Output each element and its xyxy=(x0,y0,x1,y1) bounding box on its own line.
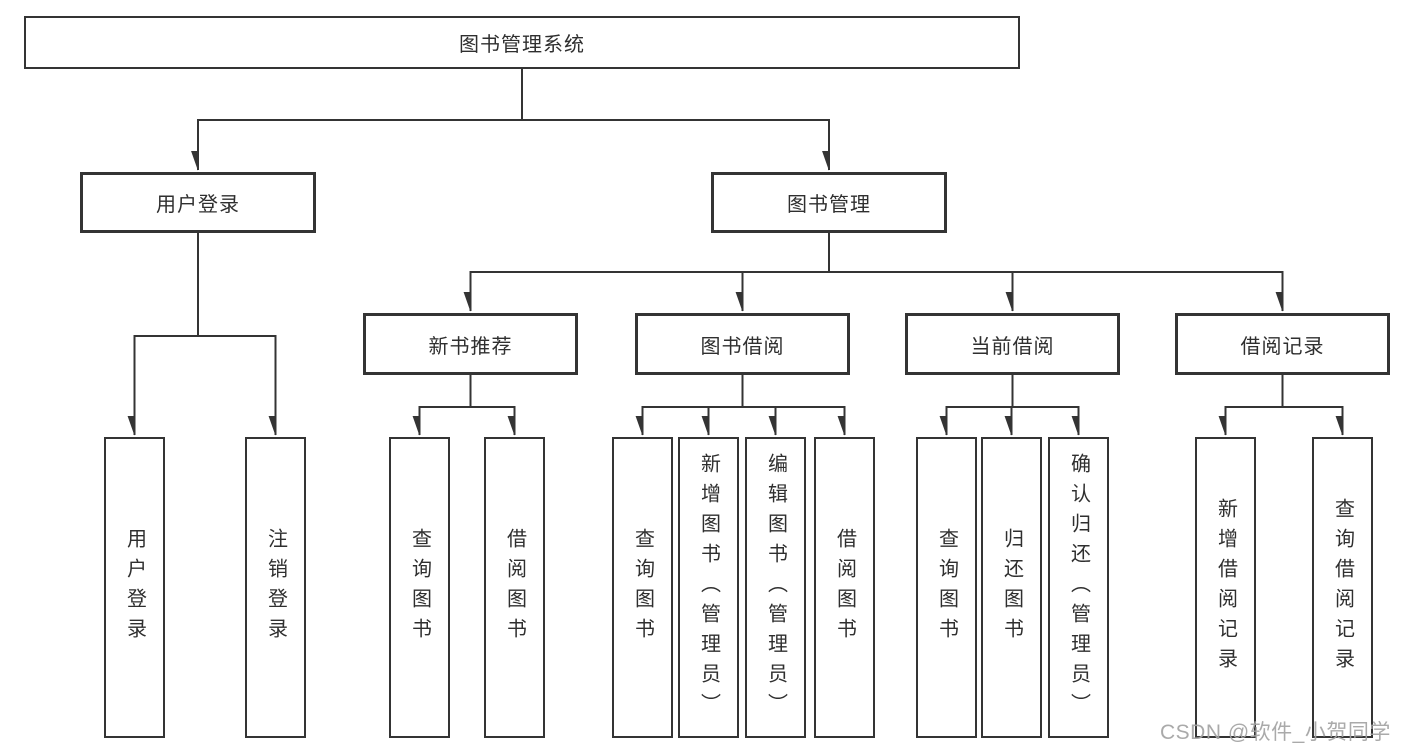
node-current-borrowing-label: 当前借阅 xyxy=(970,335,1055,358)
leaf-user-login-label: 用户登录 xyxy=(123,527,146,648)
leaf-add-books-admin-label: 新增图书（管理员） xyxy=(697,452,720,723)
connector-current-borrowing-children xyxy=(947,375,1080,435)
node-user-login: 用户登录 xyxy=(80,172,316,233)
connector-user-login-children xyxy=(135,233,277,435)
node-new-book-recommend: 新书推荐 xyxy=(363,313,578,375)
node-book-management: 图书管理 xyxy=(711,172,947,233)
csdn-watermark: CSDN @软件_小贺同学 xyxy=(1160,721,1391,744)
node-current-borrowing: 当前借阅 xyxy=(905,313,1120,375)
node-book-management-label: 图书管理 xyxy=(787,194,871,216)
leaf-recommend-borrow-books-label: 借阅图书 xyxy=(503,527,526,648)
leaf-query-borrow-record-label: 查询借阅记录 xyxy=(1331,497,1354,678)
node-user-login-label: 用户登录 xyxy=(156,194,240,216)
leaf-recommend-query-books: 查询图书 xyxy=(389,437,450,738)
node-borrowing-records: 借阅记录 xyxy=(1175,313,1390,375)
connector-new-book-recommend-children xyxy=(420,375,516,435)
node-root-label: 图书管理系统 xyxy=(459,34,585,56)
leaf-return-books-label: 归还图书 xyxy=(1000,527,1023,648)
leaf-current-query-books: 查询图书 xyxy=(916,437,977,738)
node-new-book-recommend-label: 新书推荐 xyxy=(428,335,513,358)
leaf-return-books: 归还图书 xyxy=(981,437,1042,738)
node-root: 图书管理系统 xyxy=(24,16,1020,69)
node-borrowing-records-label: 借阅记录 xyxy=(1240,335,1325,358)
leaf-add-books-admin: 新增图书（管理员） xyxy=(678,437,739,738)
leaf-query-borrow-record: 查询借阅记录 xyxy=(1312,437,1373,738)
leaf-current-query-books-label: 查询图书 xyxy=(935,527,958,648)
leaf-edit-books-admin-label: 编辑图书（管理员） xyxy=(764,452,787,723)
connector-borrowing-records-children xyxy=(1226,375,1344,435)
leaf-recommend-query-books-label: 查询图书 xyxy=(408,527,431,648)
leaf-add-borrow-record: 新增借阅记录 xyxy=(1195,437,1256,738)
leaf-confirm-return-admin: 确认归还（管理员） xyxy=(1048,437,1109,738)
leaf-logout: 注销登录 xyxy=(245,437,306,738)
leaf-logout-label: 注销登录 xyxy=(264,527,287,648)
node-book-borrowing: 图书借阅 xyxy=(635,313,850,375)
connector-book-borrowing-children xyxy=(643,375,846,435)
leaf-user-login: 用户登录 xyxy=(104,437,165,738)
leaf-borrowing-query-books-label: 查询图书 xyxy=(631,527,654,648)
connector-book-management-children xyxy=(471,233,1284,311)
node-book-borrowing-label: 图书借阅 xyxy=(700,335,785,358)
leaf-confirm-return-admin-label: 确认归还（管理员） xyxy=(1067,452,1090,723)
connector-root-to-branches xyxy=(198,69,830,170)
leaf-add-borrow-record-label: 新增借阅记录 xyxy=(1214,497,1237,678)
leaf-borrowing-query-books: 查询图书 xyxy=(612,437,673,738)
leaf-borrowing-borrow-books: 借阅图书 xyxy=(814,437,875,738)
leaf-edit-books-admin: 编辑图书（管理员） xyxy=(745,437,806,738)
leaf-borrowing-borrow-books-label: 借阅图书 xyxy=(833,527,856,648)
leaf-recommend-borrow-books: 借阅图书 xyxy=(484,437,545,738)
